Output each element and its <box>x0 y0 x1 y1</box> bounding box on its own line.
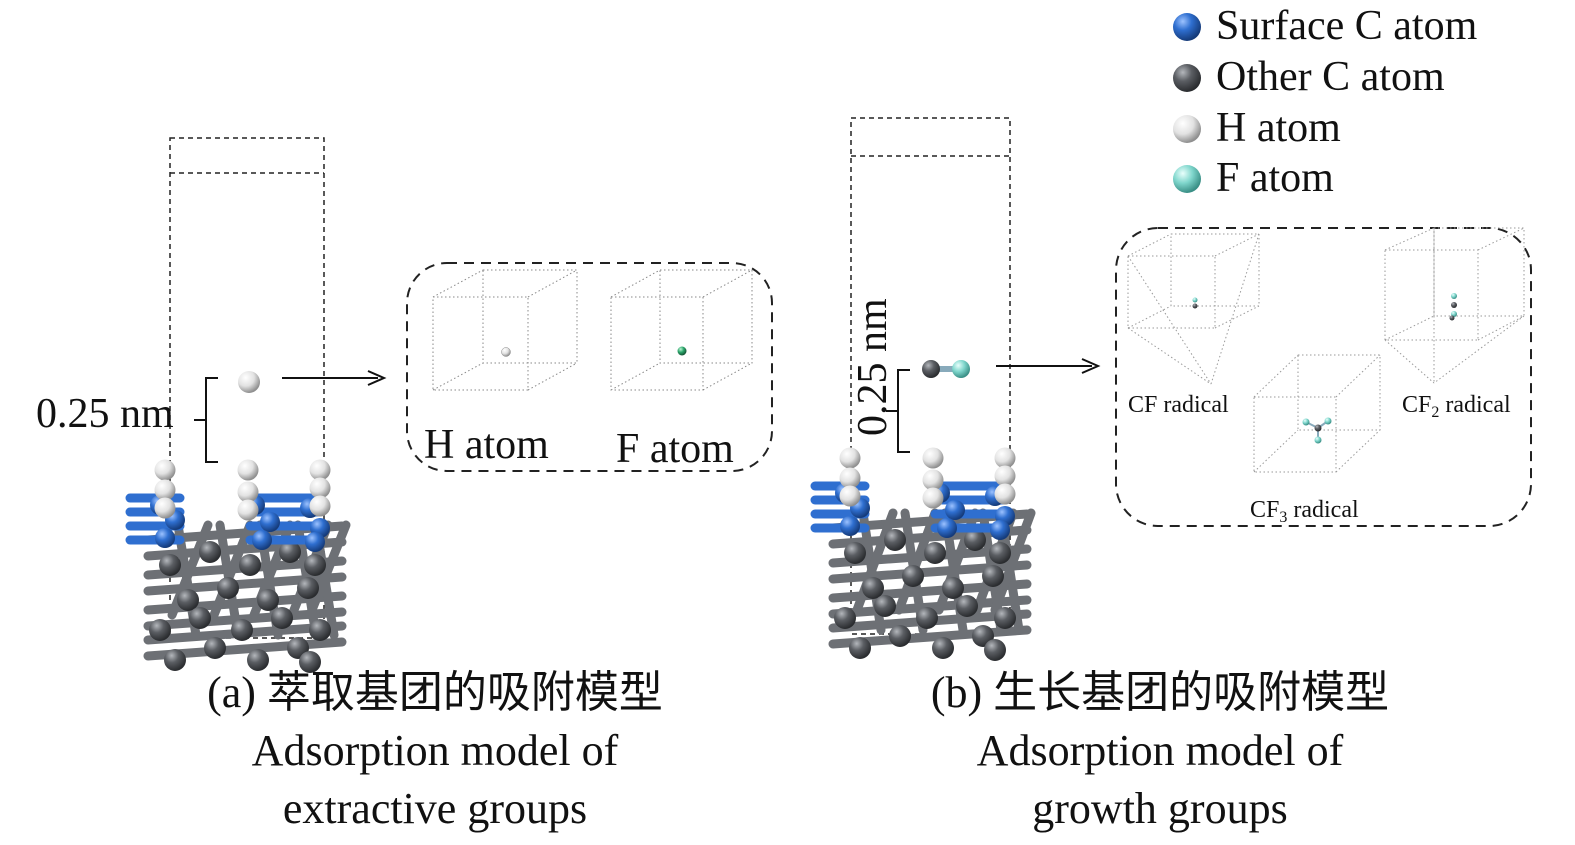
distance-label-b: 0.25 nm <box>850 298 896 436</box>
slab-other-c-atoms <box>149 541 331 673</box>
distance-bracket-a <box>194 377 218 463</box>
diamond-slab-b <box>810 447 1036 661</box>
distance-label-a: 0.25 nm <box>36 391 174 437</box>
cf2-prefix: CF <box>1402 392 1431 418</box>
inset-cube-cf2 <box>1384 227 1525 384</box>
caption-a-en-2: extractive groups <box>282 784 588 833</box>
caption-b: (b) 生长基团的吸附模型 Adsorption model of growth… <box>845 664 1475 838</box>
arrow-b-head <box>1081 358 1101 374</box>
arrow-a-head <box>367 370 387 386</box>
inset-f-atom <box>677 346 687 356</box>
simulation-cell-b <box>850 117 1011 635</box>
cf3-subscript: 3 <box>1279 509 1287 526</box>
adsorbate-h-atom <box>238 371 260 393</box>
legend-marker-f <box>1173 165 1201 193</box>
panel-a: 0.25 nm H atom F atom <box>36 137 773 673</box>
inset-cf-label: CF radical <box>1128 392 1229 418</box>
panel-b: 0.25 nm CF radical <box>810 117 1532 661</box>
legend-label-other-c: Other C atom <box>1216 54 1445 100</box>
cf3-suffix: radical <box>1287 497 1359 523</box>
inset-a: H atom F atom <box>406 262 773 472</box>
inset-f-label: F atom <box>616 426 734 472</box>
legend-marker-h <box>1173 115 1201 143</box>
inset-cube-cf <box>1127 233 1260 385</box>
legend-marker-surface-c <box>1173 13 1201 41</box>
inset-cf3-label: CF3 radical <box>1250 497 1359 526</box>
inset-cf2-label: CF2 radical <box>1402 392 1511 421</box>
caption-a-cn: (a) 萃取基团的吸附模型 <box>207 668 663 717</box>
slab-h-atoms <box>154 459 331 521</box>
caption-a: (a) 萃取基团的吸附模型 Adsorption model of extrac… <box>120 664 750 838</box>
inset-cube-f <box>610 269 753 391</box>
diamond-slab-a <box>125 459 351 673</box>
inset-h-atom <box>501 347 511 357</box>
caption-a-en-1: Adsorption model of <box>251 726 619 775</box>
inset-h-label: H atom <box>424 422 549 468</box>
caption-b-en-1: Adsorption model of <box>976 726 1344 775</box>
caption-b-en-2: growth groups <box>1032 784 1288 833</box>
caption-b-cn: (b) 生长基团的吸附模型 <box>930 668 1390 717</box>
inset-b: CF radical CF2 radical <box>1115 227 1532 527</box>
legend: Surface C atom Other C atom H atom F ato… <box>1173 3 1478 201</box>
cf3-prefix: CF <box>1250 497 1279 523</box>
inset-cf-molecule <box>1192 297 1198 309</box>
inset-cube-h <box>432 269 578 391</box>
legend-label-f: F atom <box>1216 155 1334 201</box>
legend-label-h: H atom <box>1216 105 1341 151</box>
cf2-subscript: 2 <box>1431 404 1439 421</box>
slab-h-atoms <box>839 447 1016 509</box>
cf2-suffix: radical <box>1439 392 1511 418</box>
slab-other-c-atoms <box>834 529 1016 661</box>
distance-bracket-b <box>886 369 910 453</box>
legend-marker-other-c <box>1173 64 1201 92</box>
adsorbate-cf-radical <box>922 360 970 378</box>
inset-cf3-molecule <box>1302 417 1332 444</box>
legend-label-surface-c: Surface C atom <box>1216 3 1478 49</box>
inset-cube-cf3 <box>1253 354 1381 473</box>
inset-cf2-molecule <box>1449 293 1457 321</box>
